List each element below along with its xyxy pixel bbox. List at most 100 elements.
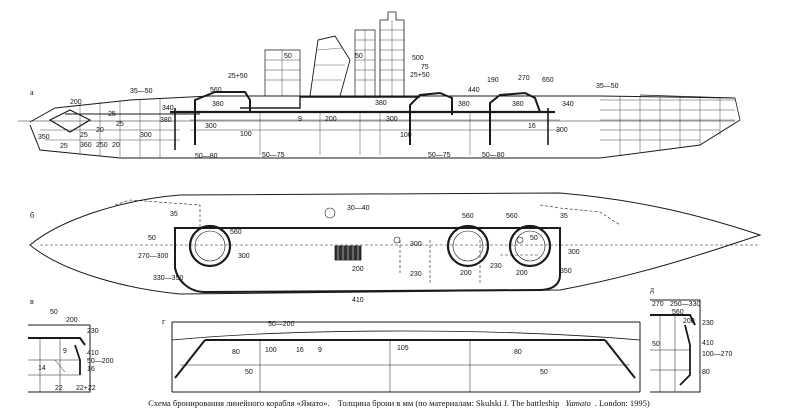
thickness-label: 250—330	[670, 301, 700, 308]
thickness-label: 300	[556, 127, 568, 134]
thickness-label: 190	[487, 77, 499, 84]
thickness-label: 230	[87, 328, 99, 335]
thickness-label: 25	[60, 143, 68, 150]
thickness-label: 650	[542, 77, 554, 84]
thickness-label: 270—300	[138, 253, 168, 260]
thickness-label: 380	[212, 101, 224, 108]
thickness-label: 350	[38, 134, 50, 141]
thickness-label: 80	[232, 349, 240, 356]
thickness-label: 380	[512, 101, 524, 108]
thickness-label: 410	[702, 340, 714, 347]
thickness-label: 230	[410, 271, 422, 278]
thickness-label: 50—75	[262, 152, 285, 159]
panel-d-section	[650, 299, 701, 393]
caption-source: Толщина брони в мм (по материалам: Skuls…	[337, 398, 650, 408]
thickness-label: 50	[284, 53, 292, 60]
thickness-label: 300	[568, 249, 580, 256]
thickness-label: 16	[87, 366, 95, 373]
thickness-label: 35	[560, 213, 568, 220]
thickness-label: 200	[70, 99, 82, 106]
panel-g-labels: 50—200 80 100 16 9 105 80 50 50	[232, 321, 548, 376]
thickness-label: 50—200	[268, 321, 295, 328]
thickness-label: 25	[108, 111, 116, 118]
thickness-label: 50	[50, 309, 58, 316]
thickness-label: 25+50	[228, 73, 248, 80]
thickness-label: 300	[410, 241, 422, 248]
thickness-label: 380	[458, 101, 470, 108]
thickness-label: 100	[240, 131, 252, 138]
thickness-label: 9	[63, 348, 67, 355]
thickness-label: 560	[230, 229, 242, 236]
thickness-label: 360	[80, 142, 92, 149]
thickness-label: 9	[318, 347, 322, 354]
thickness-label: 200	[325, 116, 337, 123]
thickness-label: 340	[162, 105, 174, 112]
panel-b-labels: 35 30—40 560 560 35 50 560 270—300 330—3…	[138, 205, 580, 304]
thickness-label: 500	[412, 55, 424, 62]
panel-letter-b: б	[30, 211, 34, 220]
thickness-label: 270	[652, 301, 664, 308]
thickness-label: 20	[112, 142, 120, 149]
thickness-label: 25	[80, 132, 88, 139]
thickness-label: 50	[148, 235, 156, 242]
thickness-label: 200	[460, 270, 472, 277]
thickness-label: 22+22	[76, 385, 96, 392]
caption-title: Схема бронирования линейного корабля «Ям…	[148, 398, 330, 408]
thickness-label: 200	[66, 317, 78, 324]
panel-b-plan-view	[29, 192, 762, 295]
thickness-label: 440	[468, 87, 480, 94]
thickness-label: 16	[528, 123, 536, 130]
panel-letter-a: а	[30, 88, 34, 97]
thickness-label: 230	[490, 263, 502, 270]
thickness-label: 270	[518, 75, 530, 82]
thickness-label: 35—50	[596, 83, 619, 90]
thickness-label: 16	[296, 347, 304, 354]
thickness-label: 35	[170, 211, 178, 218]
thickness-label: 380	[375, 100, 387, 107]
thickness-label: 250	[96, 142, 108, 149]
thickness-label: 50	[530, 235, 538, 242]
thickness-label: 25	[116, 121, 124, 128]
thickness-label: 300	[386, 116, 398, 123]
panel-d-labels: 270 250—330 560 200 230 50 410 100—270 8…	[652, 301, 732, 376]
thickness-label: 100—270	[702, 351, 732, 358]
panel-letter-d: д	[650, 285, 654, 294]
figure-caption: Схема бронирования линейного корабля «Ям…	[0, 398, 800, 408]
thickness-label: 200	[683, 318, 695, 325]
thickness-label: 50	[355, 53, 363, 60]
thickness-label: 80	[514, 349, 522, 356]
thickness-label: 20	[96, 127, 104, 134]
thickness-label: 380	[160, 117, 172, 124]
thickness-label: 80	[702, 369, 710, 376]
thickness-label: 230	[702, 320, 714, 327]
thickness-label: 200	[352, 266, 364, 273]
thickness-label: 340	[562, 101, 574, 108]
thickness-label: 105	[397, 345, 409, 352]
thickness-label: 410	[352, 297, 364, 304]
thickness-label: 50	[540, 369, 548, 376]
thickness-label: 22	[55, 385, 63, 392]
panel-letters: а б в г д	[30, 88, 654, 326]
thickness-label: 560	[672, 309, 684, 316]
thickness-label: 50—200	[87, 358, 114, 365]
thickness-label: 100	[400, 132, 412, 139]
panel-letter-v: в	[30, 297, 34, 306]
thickness-label: 560	[506, 213, 518, 220]
thickness-label: 50	[245, 369, 253, 376]
panel-letter-g: г	[162, 317, 166, 326]
thickness-label: 200	[516, 270, 528, 277]
thickness-label: 100	[265, 347, 277, 354]
panel-g-section	[171, 321, 641, 393]
thickness-label: 75	[421, 64, 429, 71]
thickness-label: 300	[238, 253, 250, 260]
thickness-label: 300	[205, 123, 217, 130]
panel-v-section	[28, 324, 91, 393]
panel-a-labels: 35—50 200 25 20 25 300 340 380 560 25+50…	[38, 53, 619, 160]
thickness-label: 9	[298, 116, 302, 123]
thickness-label: 410	[87, 350, 99, 357]
thickness-label: 30—40	[347, 205, 370, 212]
thickness-label: 560	[210, 87, 222, 94]
thickness-label: 350	[560, 268, 572, 275]
